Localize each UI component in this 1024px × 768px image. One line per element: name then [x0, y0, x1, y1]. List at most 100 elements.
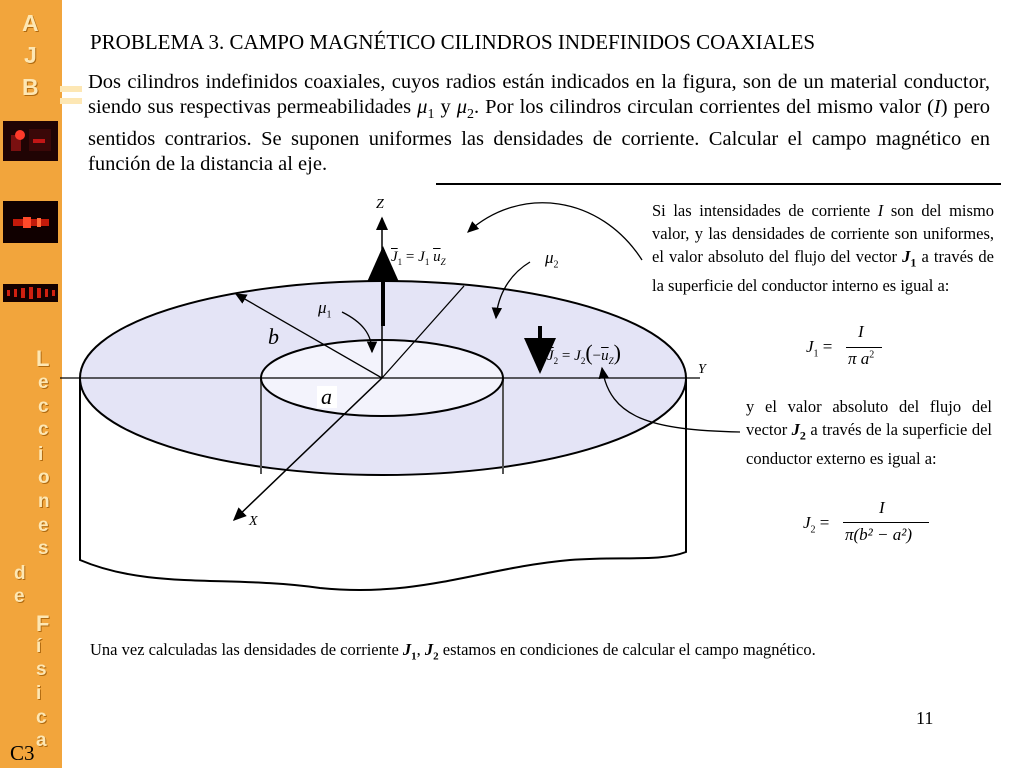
explanation-j2: y el valor absoluto del flujo del vector…	[746, 395, 992, 470]
explanation-j1-vector-sub: 1	[910, 255, 917, 270]
j2-formula-j: J	[547, 348, 554, 364]
eq1-equals: =	[822, 337, 833, 356]
deco-bar-1	[60, 86, 82, 92]
logo-letter-j: J	[24, 42, 37, 68]
mu1-label-sub: 1	[326, 309, 332, 321]
vertical-title-letter: s	[36, 659, 47, 680]
mu1-label: μ1	[318, 298, 332, 320]
eq1-den-exp: 2	[869, 349, 875, 361]
vertical-title-letter: n	[38, 491, 50, 512]
vertical-title-letter: F	[36, 611, 50, 636]
x-axis-line	[232, 377, 383, 522]
j2-formula-sub: 2	[553, 356, 559, 366]
axis-z-label: Z	[376, 197, 384, 212]
conclusion-j1-sub: 1	[411, 650, 417, 663]
j2-formula-sub-rhs: 2	[580, 356, 586, 366]
vertical-title-letter: i	[36, 683, 42, 704]
j2-formula: J2 = J2(−uZ)	[547, 340, 621, 366]
vertical-title-letter: e	[38, 515, 49, 536]
slide-code: C3	[10, 741, 35, 765]
mu1-symbol: μ	[417, 96, 428, 118]
mu1-sub: 1	[427, 107, 435, 123]
eq1-numerator: I	[858, 322, 864, 341]
thumbnail-image-1	[3, 121, 58, 161]
radius-a-label: a	[321, 384, 332, 409]
j1-formula-eq: =	[405, 249, 415, 265]
j1-formula: J1 = J1 uZ	[391, 249, 446, 267]
vertical-title-letter: í	[36, 636, 42, 657]
vertical-title-letter: c	[38, 419, 49, 440]
deco-bar-2	[60, 98, 82, 104]
vertical-title-letter: d	[14, 563, 26, 584]
radius-outer-line	[381, 285, 465, 379]
eq1-lhs-sub: 1	[813, 348, 819, 360]
vertical-title-letter: c	[36, 707, 47, 728]
explanation-j2-vector: J2	[791, 420, 806, 443]
intro-current-symbol: I	[933, 96, 941, 118]
eq1-fraction-bar	[846, 347, 882, 348]
conclusion-text: Una vez calculadas las densidades de cor…	[90, 640, 816, 662]
eq2-lhs-j: J	[803, 513, 811, 532]
eq2-denominator: π(b² − a²)	[845, 525, 913, 544]
thumbnail-image-2	[3, 201, 58, 243]
vertical-title-letter: o	[38, 467, 50, 488]
logo-letter-b: B	[22, 74, 39, 100]
conclusion-comma: ,	[416, 640, 425, 659]
vertical-title-letter: s	[38, 538, 49, 559]
conclusion-b: estamos en condiciones de calcular el ca…	[438, 640, 816, 659]
intro-text-3: ) pero sentidos contrarios. Se suponen u…	[88, 96, 991, 176]
axis-y-label: Y	[698, 362, 706, 377]
radius-b-label: b	[268, 324, 279, 349]
mu2-pointer-arrow	[491, 261, 531, 320]
intro-text-2: . Por los cilindros circulan corrientes …	[474, 96, 934, 118]
explanation-j1-b: son del mismo valor, y las densidades de…	[652, 201, 994, 266]
conclusion-j1: J1	[402, 640, 417, 663]
slide-title: PROBLEMA 3. CAMPO MAGNÉTICO CILINDROS IN…	[90, 30, 816, 54]
j2-formula-u-sub: Z	[608, 356, 614, 366]
radius-a-label-bg	[317, 386, 337, 408]
mu2-sub: 2	[467, 107, 474, 123]
eq1-lhs-j: J	[806, 337, 814, 356]
page-number: 11	[916, 708, 934, 728]
mu1-pointer-arrow	[341, 311, 378, 354]
explanation-j2-vector-sub: 2	[799, 428, 806, 443]
eq2-lhs: J2 =	[803, 513, 829, 535]
j1-formula-sub: 1	[397, 257, 403, 267]
explanation-j1-vector-j: J	[902, 247, 911, 266]
conclusion-j1-j: J	[402, 640, 412, 659]
explanation-j2-vector-j: J	[791, 420, 800, 439]
eq2-lhs-sub: 2	[810, 524, 816, 536]
j2-formula-lparen: (	[585, 340, 593, 365]
vertical-title-letter: e	[38, 372, 49, 393]
conclusion-j2-j: J	[424, 640, 434, 659]
j1-formula-j-rhs: J	[418, 249, 425, 265]
vertical-title-letter: a	[36, 730, 47, 751]
explanation-j1-vector: J1	[902, 247, 917, 270]
j2-formula-eq: =	[561, 348, 571, 364]
thumbnail-image-3	[3, 284, 58, 302]
eq2-fraction-bar	[843, 522, 929, 523]
divider-line	[436, 183, 1001, 185]
problem-statement: Dos cilindros indefinidos coaxiales, cuy…	[88, 70, 990, 177]
conclusion-j2-sub: 2	[433, 650, 439, 663]
mu2-label-symbol: μ	[545, 248, 554, 267]
explanation-j1: Si las intensidades de corriente I son d…	[652, 199, 994, 297]
j2-formula-j-rhs: J	[574, 348, 581, 364]
j2-formula-u: u	[601, 348, 609, 364]
conclusion-a: Una vez calculadas las densidades de cor…	[90, 640, 403, 659]
radius-b-line	[234, 293, 383, 379]
eq1-lhs: J1 =	[806, 337, 832, 359]
explanation-j1-a: Si las intensidades de corriente	[652, 201, 878, 220]
vertical-title-letter: e	[14, 586, 25, 607]
eq2-numerator: I	[879, 498, 885, 517]
j2-formula-minus: −	[592, 348, 602, 364]
j1-callout-arrow	[467, 202, 643, 261]
j1-formula-j: J	[391, 249, 398, 265]
explanation-j1-current: I	[877, 201, 884, 220]
intro-text-1: Dos cilindros indefinidos coaxiales, cuy…	[88, 71, 990, 118]
vertical-title-letter: L	[36, 346, 50, 371]
j1-formula-u-sub: Z	[440, 257, 446, 267]
j1-formula-sub-rhs: 1	[424, 257, 430, 267]
conclusion-j2: J2	[424, 640, 439, 663]
